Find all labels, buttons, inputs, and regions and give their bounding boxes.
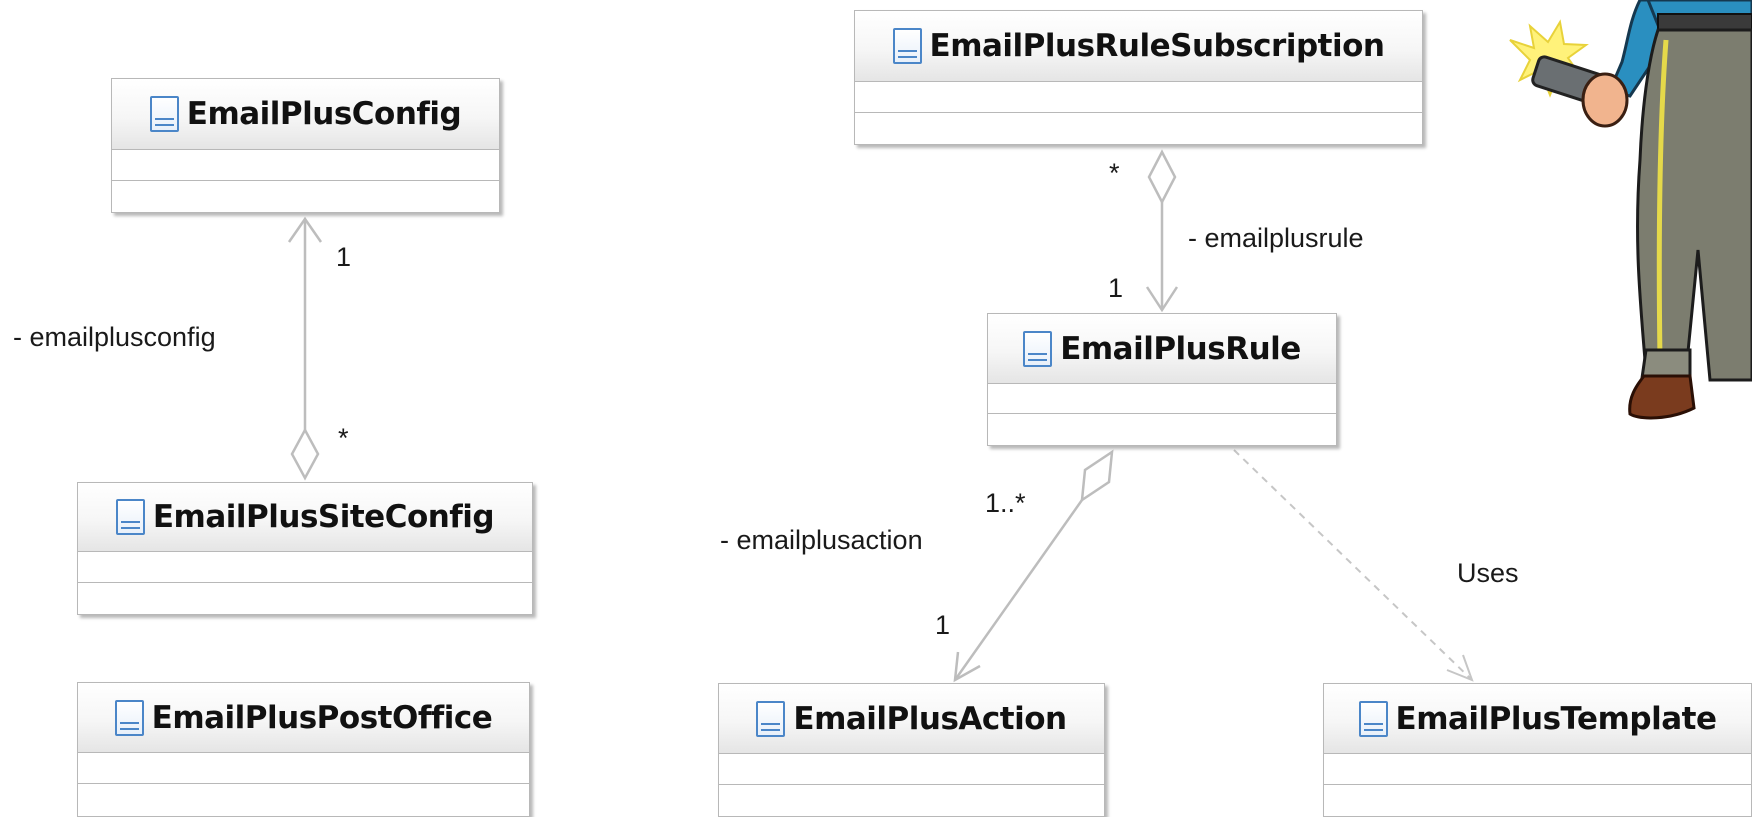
attributes-compartment <box>855 82 1422 113</box>
cartoon-figure-image <box>1509 0 1752 420</box>
association-config-siteconfig[interactable] <box>287 216 323 481</box>
class-icon <box>149 96 179 132</box>
attributes-compartment <box>719 754 1104 785</box>
class-header: EmailPlusRule <box>988 314 1336 384</box>
attributes-compartment <box>112 150 499 181</box>
class-icon <box>115 499 145 535</box>
role-emailplusaction: - emailplusaction <box>720 525 923 555</box>
dependency-label-uses: Uses <box>1457 558 1519 588</box>
multiplicity-rule-action-target: 1 <box>935 610 951 640</box>
torso <box>1646 0 1752 32</box>
class-email-plus-post-office[interactable]: EmailPlusPostOffice <box>77 682 530 817</box>
multiplicity-rule-action-source: 1..* <box>985 488 1026 518</box>
class-icon <box>114 699 144 736</box>
class-icon <box>756 700 786 737</box>
class-name: EmailPlusAction <box>793 700 1067 737</box>
multiplicity-subscription-target: 1 <box>1108 273 1124 303</box>
operations-compartment <box>78 583 532 614</box>
multiplicity-subscription-source: * <box>1109 158 1120 188</box>
attributes-compartment <box>1324 754 1751 785</box>
class-header: EmailPlusRuleSubscription <box>855 11 1422 82</box>
class-header: EmailPlusSiteConfig <box>78 483 532 552</box>
phone-in-hand <box>1531 55 1629 128</box>
multiplicity-config-target: * <box>338 423 349 453</box>
class-header: EmailPlusTemplate <box>1324 684 1751 754</box>
shoe <box>1628 374 1696 420</box>
class-name: EmailPlusSiteConfig <box>152 499 495 535</box>
trousers <box>1636 28 1752 382</box>
class-email-plus-rule-subscription[interactable]: EmailPlusRuleSubscription <box>854 10 1423 145</box>
attributes-compartment <box>988 384 1336 414</box>
class-header: EmailPlusPostOffice <box>78 683 529 753</box>
operations-compartment <box>719 785 1104 816</box>
class-name: EmailPlusConfig <box>186 96 462 132</box>
operations-compartment <box>112 181 499 212</box>
dependency-rule-template[interactable] <box>1233 449 1474 682</box>
operations-compartment <box>988 414 1336 445</box>
class-name: EmailPlusRule <box>1060 330 1301 367</box>
multiplicity-config-source: 1 <box>336 242 352 272</box>
class-icon <box>892 28 922 64</box>
class-icon <box>1023 330 1053 367</box>
role-emailplusrule: - emailplusrule <box>1188 223 1364 253</box>
class-email-plus-config[interactable]: EmailPlusConfig <box>111 78 500 213</box>
class-email-plus-template[interactable]: EmailPlusTemplate <box>1323 683 1752 817</box>
class-email-plus-rule[interactable]: EmailPlusRule <box>987 313 1337 446</box>
class-name: EmailPlusTemplate <box>1395 700 1717 737</box>
class-header: EmailPlusAction <box>719 684 1104 754</box>
operations-compartment <box>1324 785 1751 816</box>
class-name: EmailPlusPostOffice <box>151 699 493 736</box>
class-name: EmailPlusRuleSubscription <box>929 28 1385 64</box>
operations-compartment <box>855 113 1422 144</box>
operations-compartment <box>78 784 529 815</box>
class-email-plus-action[interactable]: EmailPlusAction <box>718 683 1105 817</box>
class-icon <box>1358 700 1388 737</box>
attributes-compartment <box>78 552 532 583</box>
association-subscription-rule[interactable] <box>1145 149 1179 313</box>
class-header: EmailPlusConfig <box>112 79 499 150</box>
attributes-compartment <box>78 753 529 784</box>
role-emailplusconfig: - emailplusconfig <box>13 322 216 352</box>
association-rule-action[interactable] <box>953 449 1114 683</box>
class-email-plus-site-config[interactable]: EmailPlusSiteConfig <box>77 482 533 615</box>
